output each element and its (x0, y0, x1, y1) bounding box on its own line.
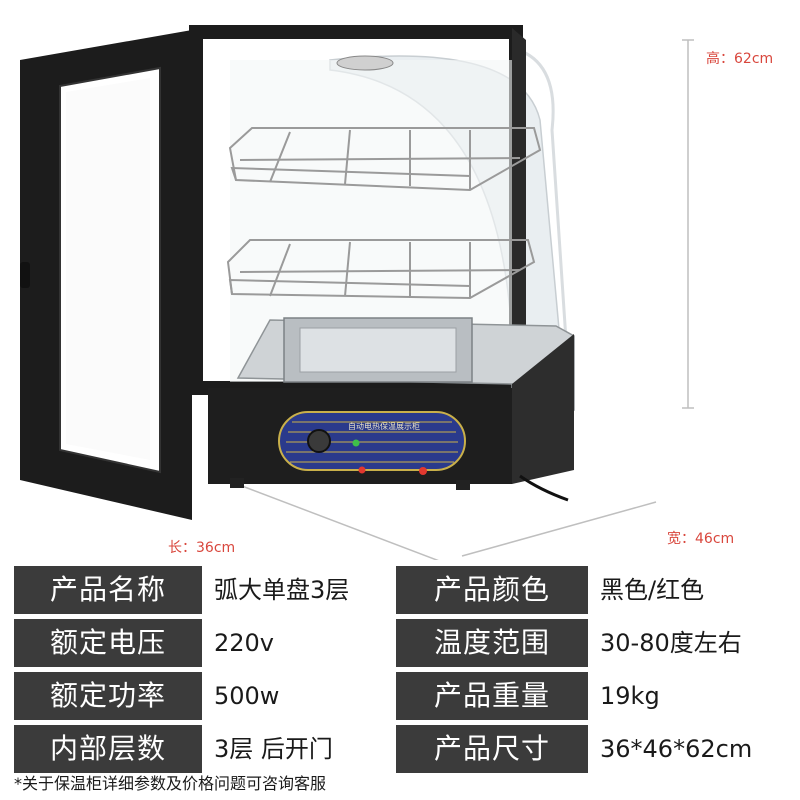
spec-label: 产品名称 (14, 566, 202, 614)
spec-row: 额定电压 220v 温度范围 30-80度左右 (14, 618, 788, 668)
spec-value: 3层 后开门 (214, 735, 333, 763)
spec-value: 30-80度左右 (600, 629, 742, 657)
control-panel (278, 411, 466, 471)
spec-label: 产品重量 (396, 672, 588, 720)
wire-shelf-top (228, 127, 542, 192)
length-dimension-line (241, 485, 439, 560)
spec-label: 产品颜色 (396, 566, 588, 614)
length-dimension: 长：36cm (168, 540, 236, 556)
footnote: *关于保温柜详细参数及价格问题可咨询客服 (14, 774, 327, 793)
spec-row: 产品名称 弧大单盘3层 产品颜色 黑色/红色 (14, 565, 788, 615)
spec-value: 黑色/红色 (600, 576, 705, 604)
panel-title: 自动电热保温展示柜 (348, 421, 420, 431)
heat-indicator-red (358, 466, 366, 474)
spec-label: 内部层数 (14, 725, 202, 773)
spec-value: 500w (214, 682, 280, 710)
spec-row: 额定功率 500w 产品重量 19kg (14, 671, 788, 721)
temperature-knob[interactable] (307, 429, 331, 453)
power-indicator-green (352, 439, 360, 447)
power-cord (519, 474, 569, 502)
width-dimension: 宽：46cm (667, 531, 735, 547)
spec-table: 产品名称 弧大单盘3层 产品颜色 黑色/红色 额定电压 220v 温度范围 30… (14, 565, 788, 777)
product-image: 自动电热保温展示柜 (20, 25, 694, 560)
door-handle[interactable] (20, 262, 30, 288)
power-switch-red[interactable] (419, 467, 427, 475)
spec-label: 额定功率 (14, 672, 202, 720)
spec-label: 产品尺寸 (396, 725, 588, 773)
width-dimension-line (461, 501, 657, 557)
spec-label: 额定电压 (14, 619, 202, 667)
spec-label: 温度范围 (396, 619, 588, 667)
spec-value: 弧大单盘3层 (214, 576, 350, 604)
spec-row: 内部层数 3层 后开门 产品尺寸 36*46*62cm (14, 724, 788, 774)
spec-value: 220v (214, 629, 275, 657)
spec-value: 36*46*62cm (600, 735, 753, 763)
wire-shelf-middle (226, 239, 536, 300)
heating-lamp (336, 55, 394, 71)
height-dimension: 高：62cm (706, 51, 774, 67)
spec-value: 19kg (600, 682, 660, 710)
